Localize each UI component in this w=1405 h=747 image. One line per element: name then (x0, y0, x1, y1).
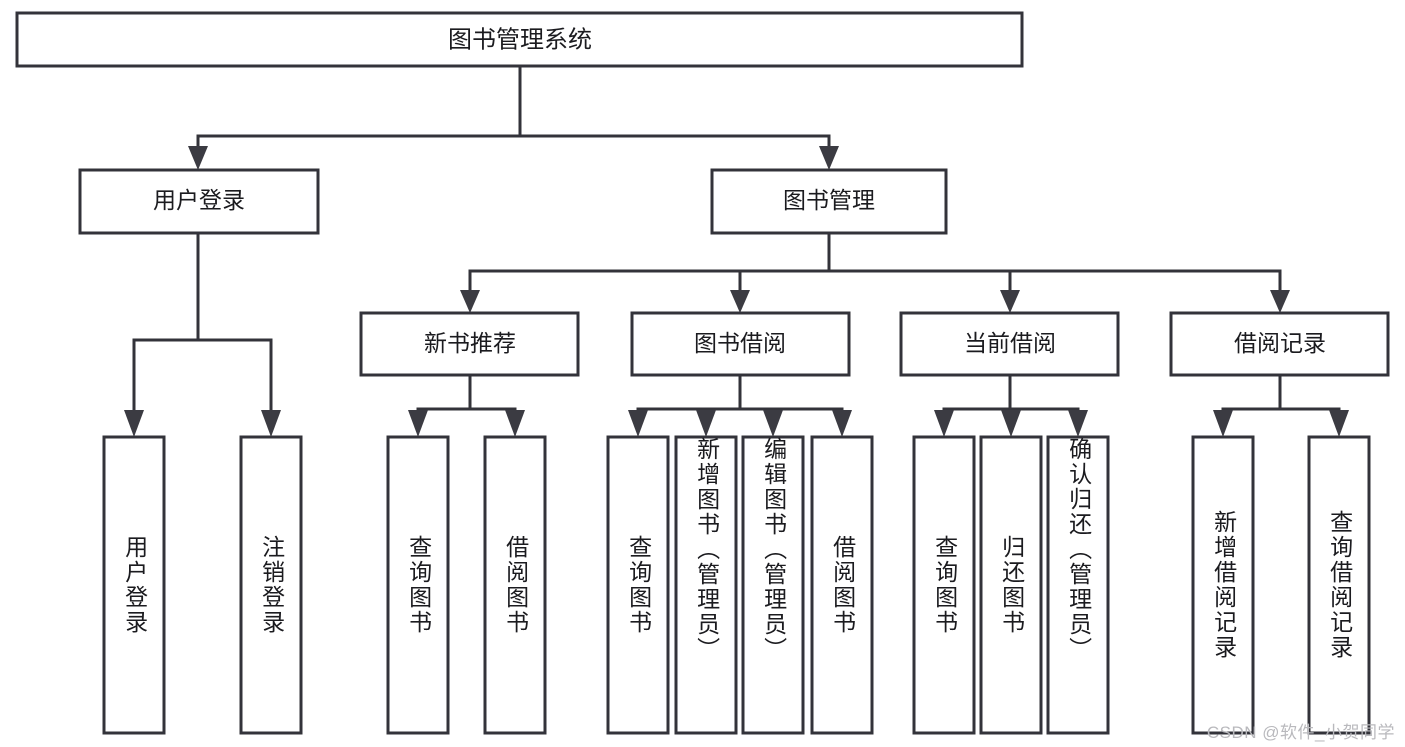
arrow-head-borrow-3 (832, 410, 852, 437)
arrow-head-level2-2 (1000, 290, 1020, 313)
arrow-head-newbook-1 (505, 410, 525, 437)
node-new-book-recommend[interactable]: 新书推荐 (359, 311, 580, 377)
leaf-box-current-borrow-0[interactable] (912, 435, 976, 735)
arrow-head-level2-0 (460, 290, 480, 313)
node-borrow-record-box[interactable] (1169, 311, 1390, 377)
node-user-login[interactable]: 用户登录 (78, 168, 320, 235)
node-root-box[interactable] (15, 11, 1024, 68)
leaf-box-user-login-0[interactable] (102, 435, 166, 735)
arrow-head-borrow-0 (628, 410, 648, 437)
node-book-borrow[interactable]: 图书借阅 (630, 311, 851, 377)
arrow-head-borrow-2 (763, 410, 783, 437)
node-root[interactable]: 图书管理系统 (15, 11, 1024, 68)
node-current-borrow-box[interactable] (899, 311, 1120, 377)
node-user-login-box[interactable] (78, 168, 320, 235)
arrow-head-level2-3 (1270, 290, 1290, 313)
node-current-borrow-label: 当前借阅 (964, 330, 1056, 356)
arrow-head-newbook-0 (408, 410, 428, 437)
node-current-borrow[interactable]: 当前借阅 (899, 311, 1120, 377)
leaf-box-book-borrow-1[interactable] (674, 435, 738, 735)
leaf-box-book-borrow-3[interactable] (810, 435, 874, 735)
arrow-head-userlogin-1 (261, 410, 281, 437)
arrow-head-current-1 (1001, 410, 1021, 437)
node-user-login-label: 用户登录 (153, 187, 245, 213)
node-new-book-recommend-box[interactable] (359, 311, 580, 377)
arrow-head-borrow-1 (696, 410, 716, 437)
arrow-head-current-2 (1068, 410, 1088, 437)
node-book-management-label: 图书管理 (783, 187, 875, 213)
connector-group (124, 64, 1349, 437)
csdn-watermark: CSDN @软件_小贺同学 (1206, 723, 1395, 742)
arrow-head-current-0 (934, 410, 954, 437)
leaf-box-user-login-1[interactable] (239, 435, 303, 735)
arrow-head-level1-1 (819, 146, 839, 170)
node-book-management-box[interactable] (710, 168, 948, 235)
leaf-box-new-book-1[interactable] (483, 435, 547, 735)
arrow-head-record-1 (1329, 410, 1349, 437)
node-borrow-record-label: 借阅记录 (1234, 330, 1326, 356)
arrow-head-level2-1 (730, 290, 750, 313)
leaf-box-book-borrow-2[interactable] (741, 435, 805, 735)
node-book-borrow-label: 图书借阅 (694, 330, 786, 356)
node-book-management[interactable]: 图书管理 (710, 168, 948, 235)
leaf-box-borrow-record-1[interactable] (1307, 435, 1371, 735)
node-new-book-recommend-label: 新书推荐 (424, 330, 516, 356)
leaf-box-current-borrow-2[interactable] (1046, 435, 1110, 735)
arrow-head-level1-0 (188, 146, 208, 170)
arrow-head-userlogin-0 (124, 410, 144, 437)
leaf-box-borrow-record-0[interactable] (1191, 435, 1255, 735)
node-borrow-record[interactable]: 借阅记录 (1169, 311, 1390, 377)
arrow-head-record-0 (1213, 410, 1233, 437)
leaf-box-new-book-0[interactable] (386, 435, 450, 735)
leaf-box-current-borrow-1[interactable] (979, 435, 1043, 735)
leaf-box-book-borrow-0[interactable] (606, 435, 670, 735)
node-book-borrow-box[interactable] (630, 311, 851, 377)
node-root-label: 图书管理系统 (448, 26, 592, 53)
